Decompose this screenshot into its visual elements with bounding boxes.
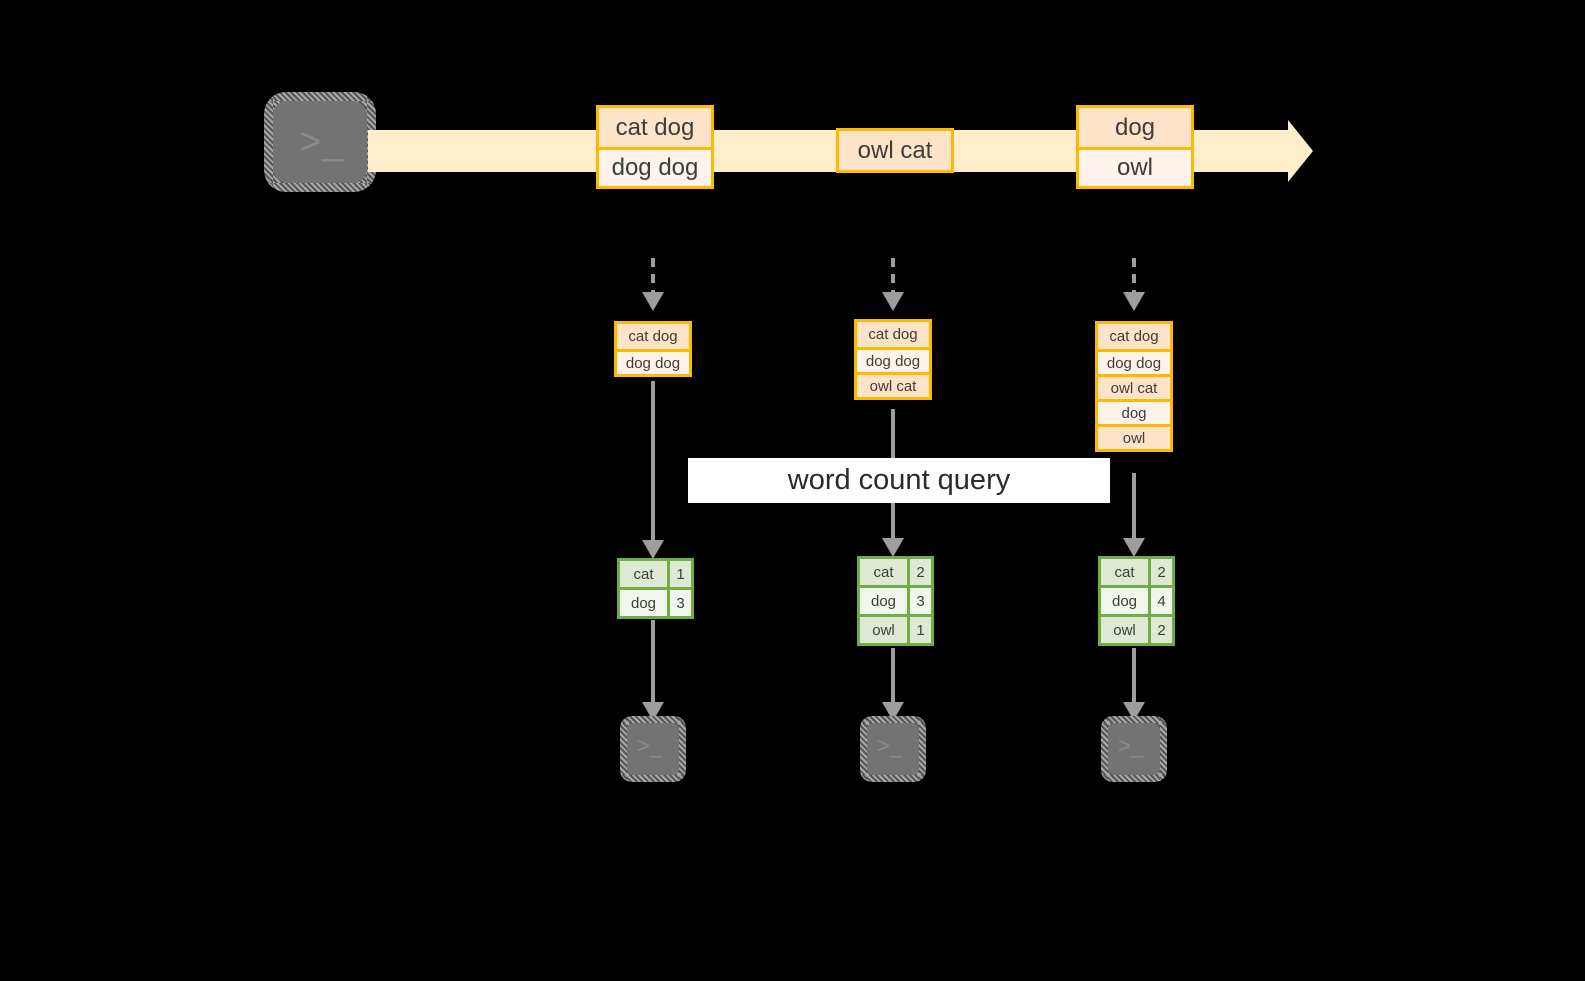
buffer-record: cat dog [617,324,689,349]
terminal-prompt-glyph: >_ [877,733,903,758]
result-count: 3 [907,588,931,614]
buffer-snapshot-3: cat dog dog dog owl cat dog owl [1095,321,1173,452]
table-row: dog 3 [620,587,691,616]
buffer-record: owl cat [857,372,929,397]
result-word: cat [620,561,667,587]
terminal-screen [1108,723,1160,775]
table-row: owl 2 [1101,614,1172,643]
stream-tap-line-2 [891,258,895,296]
result-table-1: cat 1 dog 3 [617,558,694,619]
table-row: cat 1 [620,561,691,587]
result-word: owl [1101,617,1148,643]
result-table-3: cat 2 dog 4 owl 2 [1098,556,1175,646]
terminal-prompt-glyph: >_ [299,121,345,163]
result-count: 2 [907,559,931,585]
buffer-record: dog dog [857,347,929,372]
buffer-record: cat dog [1098,324,1170,349]
sink-flow-line-3 [1132,648,1136,706]
table-row: dog 4 [1101,585,1172,614]
terminal-screen [627,723,679,775]
buffer-record: dog dog [1098,349,1170,374]
buffer-record: owl [1098,424,1170,449]
stream-tap-arrow-3 [1123,292,1145,311]
sink-terminal-icon-1: >_ [620,716,686,782]
buffer-record: cat dog [857,322,929,347]
stream-tap-line-3 [1132,258,1136,296]
stream-tap-line-1 [651,258,655,296]
result-count: 3 [667,590,691,616]
query-flow-arrow-2 [882,538,904,557]
stream-record-group-3: dog owl [1076,105,1194,189]
sink-terminal-icon-3: >_ [1101,716,1167,782]
result-count: 2 [1148,617,1172,643]
result-word: dog [1101,588,1148,614]
buffer-record: dog [1098,399,1170,424]
query-label: word count query [688,458,1110,503]
result-table-2: cat 2 dog 3 owl 1 [857,556,934,646]
stream-tap-arrow-2 [882,292,904,311]
buffer-snapshot-1: cat dog dog dog [614,321,692,377]
table-row: dog 3 [860,585,931,614]
stream-record-group-1: cat dog dog dog [596,105,714,189]
result-word: cat [1101,559,1148,585]
stream-record: owl cat [839,131,951,170]
stream-arrow-shaft-end [1270,130,1292,172]
result-word: owl [860,617,907,643]
stream-tap-arrow-1 [642,292,664,311]
terminal-screen [273,101,367,183]
stream-record: dog dog [599,147,711,186]
result-count: 1 [907,617,931,643]
result-count: 4 [1148,588,1172,614]
stream-record: dog [1079,108,1191,147]
result-count: 1 [667,561,691,587]
stream-record: cat dog [599,108,711,147]
result-count: 2 [1148,559,1172,585]
terminal-screen [867,723,919,775]
buffer-record: dog dog [617,349,689,374]
result-word: dog [860,588,907,614]
terminal-prompt-glyph: >_ [637,733,663,758]
sink-terminal-icon-2: >_ [860,716,926,782]
table-row: cat 2 [860,559,931,585]
query-flow-arrow-1 [642,540,664,559]
stream-record: owl [1079,147,1191,186]
buffer-snapshot-2: cat dog dog dog owl cat [854,319,932,400]
result-word: dog [620,590,667,616]
query-flow-line-3 [1132,473,1136,543]
table-row: cat 2 [1101,559,1172,585]
sink-flow-line-1 [651,620,655,706]
query-flow-line-1 [651,381,655,544]
buffer-record: owl cat [1098,374,1170,399]
query-flow-arrow-3 [1123,538,1145,557]
stream-arrow-head [1288,120,1313,182]
terminal-prompt-glyph: >_ [1118,733,1144,758]
result-word: cat [860,559,907,585]
sink-flow-line-2 [891,648,895,706]
source-terminal-icon: >_ [264,92,376,192]
stream-record-group-2: owl cat [836,128,954,173]
table-row: owl 1 [860,614,931,643]
